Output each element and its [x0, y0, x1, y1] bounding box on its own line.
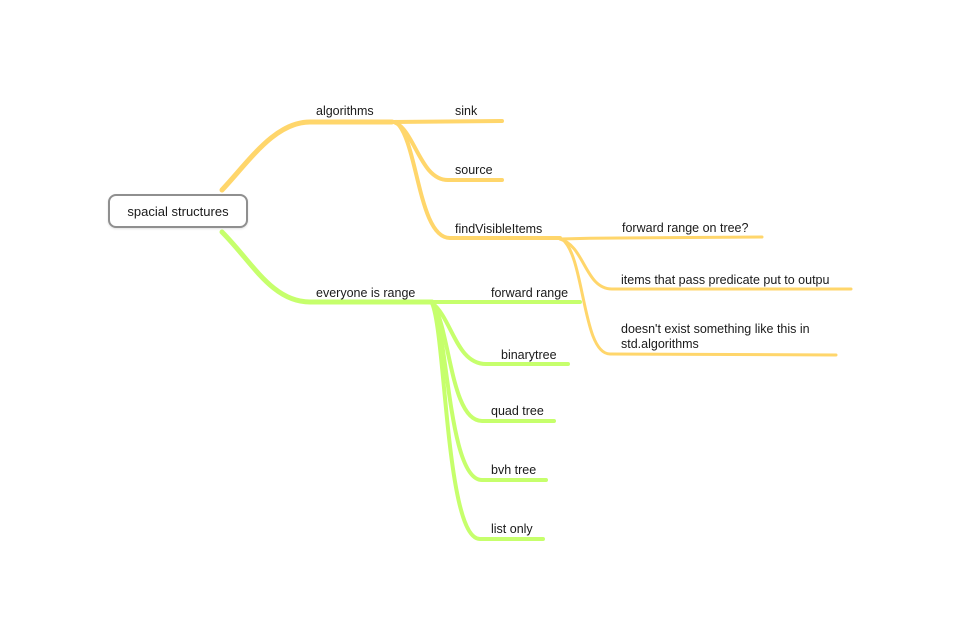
node-doesnt-exist[interactable]: doesn't exist something like this in std…	[621, 322, 810, 351]
node-quad-tree[interactable]: quad tree	[491, 404, 544, 418]
root-node[interactable]: spacial structures	[108, 194, 248, 228]
node-items-pass-predicate[interactable]: items that pass predicate put to outpu	[621, 273, 830, 287]
edge-everyone-binarytree	[430, 301, 570, 366]
edge-find-doesnt-exist	[560, 237, 838, 357]
edge-root-everyone	[219, 229, 435, 305]
edge-find-items-pass	[558, 237, 853, 291]
edge-root-algorithms	[219, 119, 395, 193]
node-forward-range[interactable]: forward range	[491, 286, 569, 300]
node-binarytree[interactable]: binarytree	[501, 348, 557, 362]
edge-algorithms-sink	[390, 119, 504, 124]
edge-find-forward-range-tree	[558, 235, 764, 241]
node-list-only[interactable]: list only	[491, 522, 533, 536]
node-findvisibleitems[interactable]: findVisibleItems	[455, 222, 543, 236]
edge-everyone-listonly	[430, 301, 545, 541]
node-sink[interactable]: sink	[455, 104, 478, 118]
node-everyone-is-range[interactable]: everyone is range	[316, 286, 416, 300]
edge-algorithms-findvisibleitems	[394, 120, 562, 240]
node-algorithms[interactable]: algorithms	[316, 104, 374, 118]
node-forward-range-on-tree[interactable]: forward range on tree?	[622, 221, 749, 235]
root-label: spacial structures	[127, 203, 229, 219]
node-bvh-tree[interactable]: bvh tree	[491, 463, 537, 477]
node-source[interactable]: source	[455, 163, 493, 177]
